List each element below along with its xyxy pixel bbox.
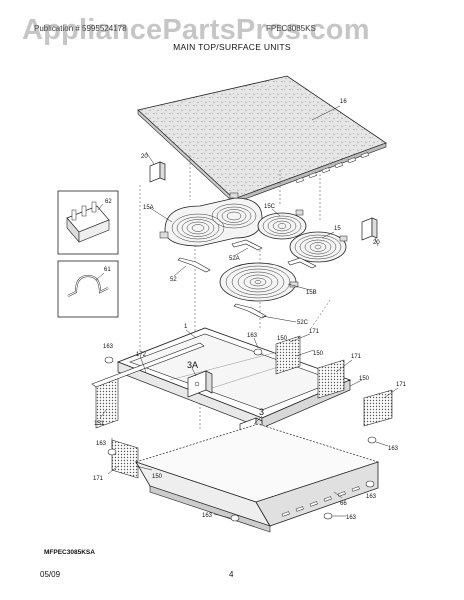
publication-number: Publication # 5995524178 xyxy=(34,24,127,33)
callout-3a: 3A xyxy=(187,360,198,370)
clamp-inset xyxy=(57,260,119,318)
callout-20-right: 20 xyxy=(373,240,380,246)
section-title: MAIN TOP/SURFACE UNITS xyxy=(173,42,291,52)
heating-element-15c xyxy=(257,209,307,240)
callout-150-b: 150 xyxy=(313,351,324,357)
callout-163-d: 163 xyxy=(388,446,399,452)
leader-lines xyxy=(99,105,399,519)
callout-171-c: 171 xyxy=(396,382,407,388)
callout-15: 15 xyxy=(334,226,341,232)
terminal-block-inset xyxy=(57,190,119,255)
diagram-code: MFPEC3085KSA xyxy=(44,549,95,556)
side-strip-172 xyxy=(91,342,205,388)
bracket-20-right xyxy=(361,217,379,247)
heating-element-15b xyxy=(219,262,299,302)
watermark-text: AppliancePartsPros.com xyxy=(22,14,370,46)
bracket-3a xyxy=(187,370,213,398)
callout-15a: 15A xyxy=(143,205,154,211)
callout-171-a: 171 xyxy=(309,329,320,335)
glass-cooktop xyxy=(137,75,387,204)
page-number: 4 xyxy=(229,570,234,579)
insulation-pads xyxy=(95,335,393,479)
bottom-box xyxy=(134,423,380,533)
callout-62: 62 xyxy=(105,199,112,205)
callout-163-e: 163 xyxy=(366,494,377,500)
callout-150-d: 150 xyxy=(152,474,163,480)
callout-150-a: 150 xyxy=(277,336,288,342)
bracket-20-left xyxy=(145,151,166,183)
callout-163-c: 163 xyxy=(96,441,107,447)
callout-163-g: 163 xyxy=(346,515,357,521)
callout-3: 3 xyxy=(259,407,264,417)
heating-element-15 xyxy=(289,231,348,263)
spring-clips xyxy=(177,239,317,319)
heating-element-15a xyxy=(159,192,263,247)
callout-16: 16 xyxy=(340,99,347,105)
callout-52a: 52A xyxy=(229,256,240,262)
callout-151: 151 xyxy=(94,421,105,427)
screws xyxy=(104,348,377,522)
callout-171-b: 171 xyxy=(351,354,362,360)
publication-model: FPEC3085KS xyxy=(266,24,316,33)
callout-15c: 15C xyxy=(264,204,276,210)
callout-1: 1 xyxy=(184,324,188,330)
callout-172: 172 xyxy=(136,352,147,358)
main-top-pan xyxy=(116,327,352,429)
callout-52: 52 xyxy=(170,277,177,283)
callout-61: 61 xyxy=(104,267,111,273)
callout-66: 66 xyxy=(340,501,347,507)
callout-163-b: 163 xyxy=(103,344,114,350)
footer-date: 05/09 xyxy=(40,570,61,579)
callout-20-left: 20 xyxy=(141,154,148,160)
callout-163-a: 163 xyxy=(247,333,258,339)
callout-171-d: 171 xyxy=(93,476,104,482)
callout-52c: 52C xyxy=(297,320,309,326)
page-header: Publication # 5995524178 FPEC3085KS Appl… xyxy=(0,0,464,60)
callout-163-f: 163 xyxy=(202,513,213,519)
callout-150-c: 150 xyxy=(359,376,370,382)
callout-15b: 15B xyxy=(306,290,317,296)
